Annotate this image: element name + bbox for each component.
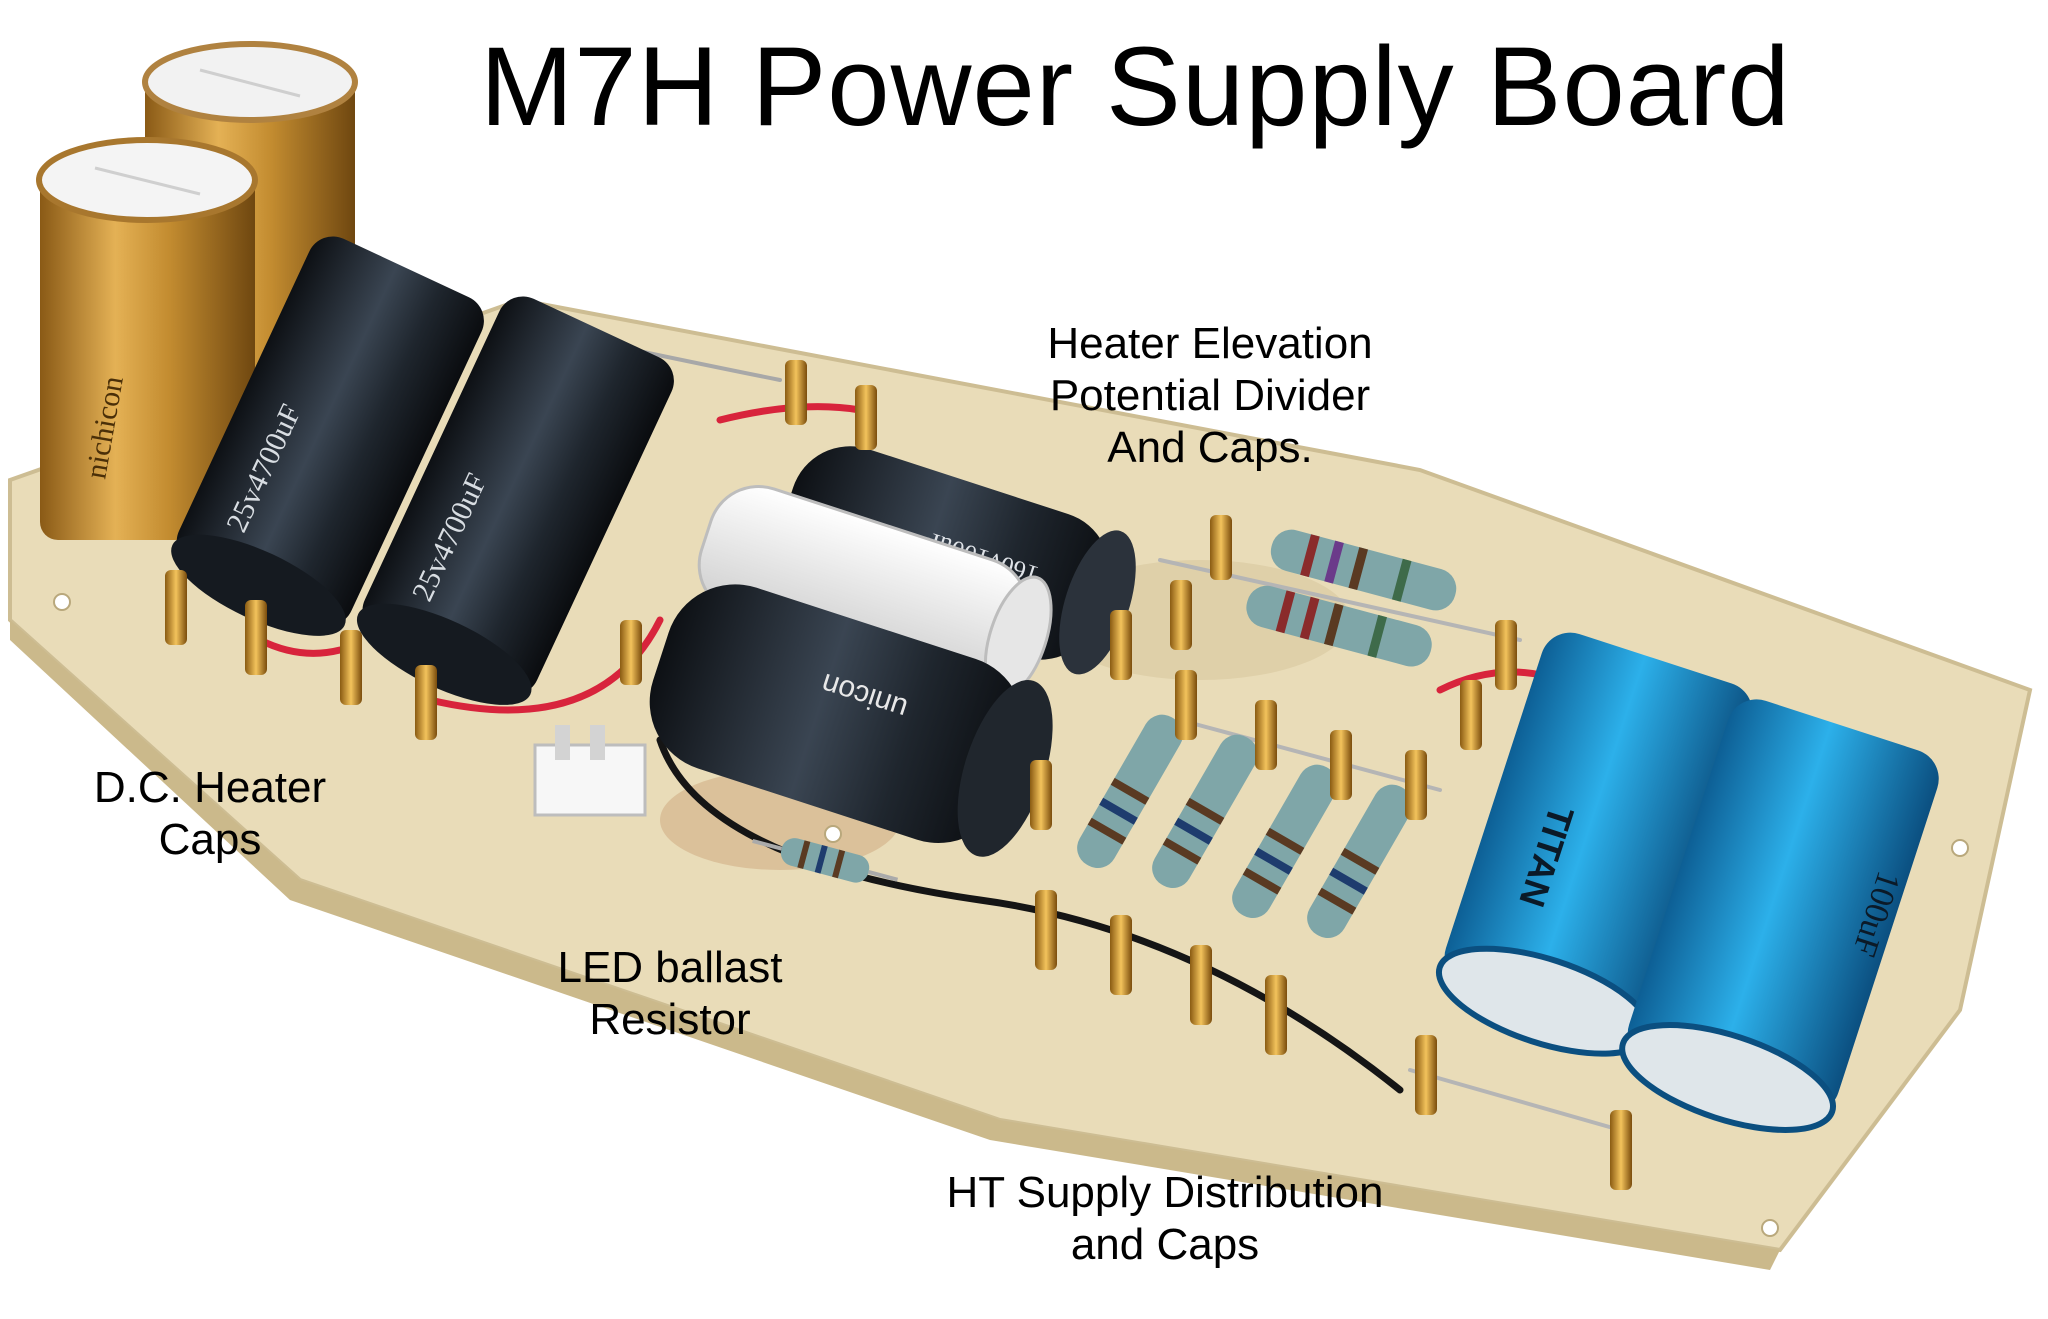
led-ballast-line-2: Resistor (589, 994, 751, 1044)
black-capacitor-unicon: unicon (649, 584, 1053, 857)
black-capacitor-right: 25v4700uF (356, 296, 674, 705)
dc-heater-label: D.C. Heater Caps (60, 762, 360, 866)
dc-heater-line-2: Caps (158, 814, 262, 864)
board-title: M7H Power Supply Board (480, 24, 1791, 149)
ht-supply-label: HT Supply Distribution and Caps (900, 1167, 1430, 1271)
white-film-capacitor (697, 484, 1053, 698)
turret-pins (165, 360, 1632, 1190)
black-capacitor-left: 25v4700uF (171, 236, 484, 636)
heater-elevation-line-1: Heater Elevation (1047, 319, 1373, 368)
gold-capacitor-front: nichicon (36, 137, 258, 540)
led-ballast-line-1: LED ballast (557, 943, 783, 992)
ht-supply-line-2: and Caps (1070, 1219, 1260, 1269)
ht-supply-line-1: HT Supply Distribution (946, 1168, 1384, 1217)
heater-elevation-line-3: And Caps. (1107, 422, 1313, 472)
led-ballast-resistor (752, 838, 899, 883)
heater-elevation-resistor-bottom (1246, 585, 1432, 667)
led-ballast-label: LED ballast Resistor (520, 942, 820, 1046)
heater-elevation-resistor-top (1270, 529, 1457, 611)
dc-heater-line-1: D.C. Heater (93, 763, 327, 812)
heater-elevation-label: Heater Elevation Potential Divider And C… (1010, 318, 1410, 474)
heater-elevation-line-2: Potential Divider (1049, 370, 1371, 420)
ht-resistors (1077, 714, 1413, 938)
blue-capacitor-right: 100uF (1619, 699, 1939, 1133)
led-connector (533, 725, 647, 817)
